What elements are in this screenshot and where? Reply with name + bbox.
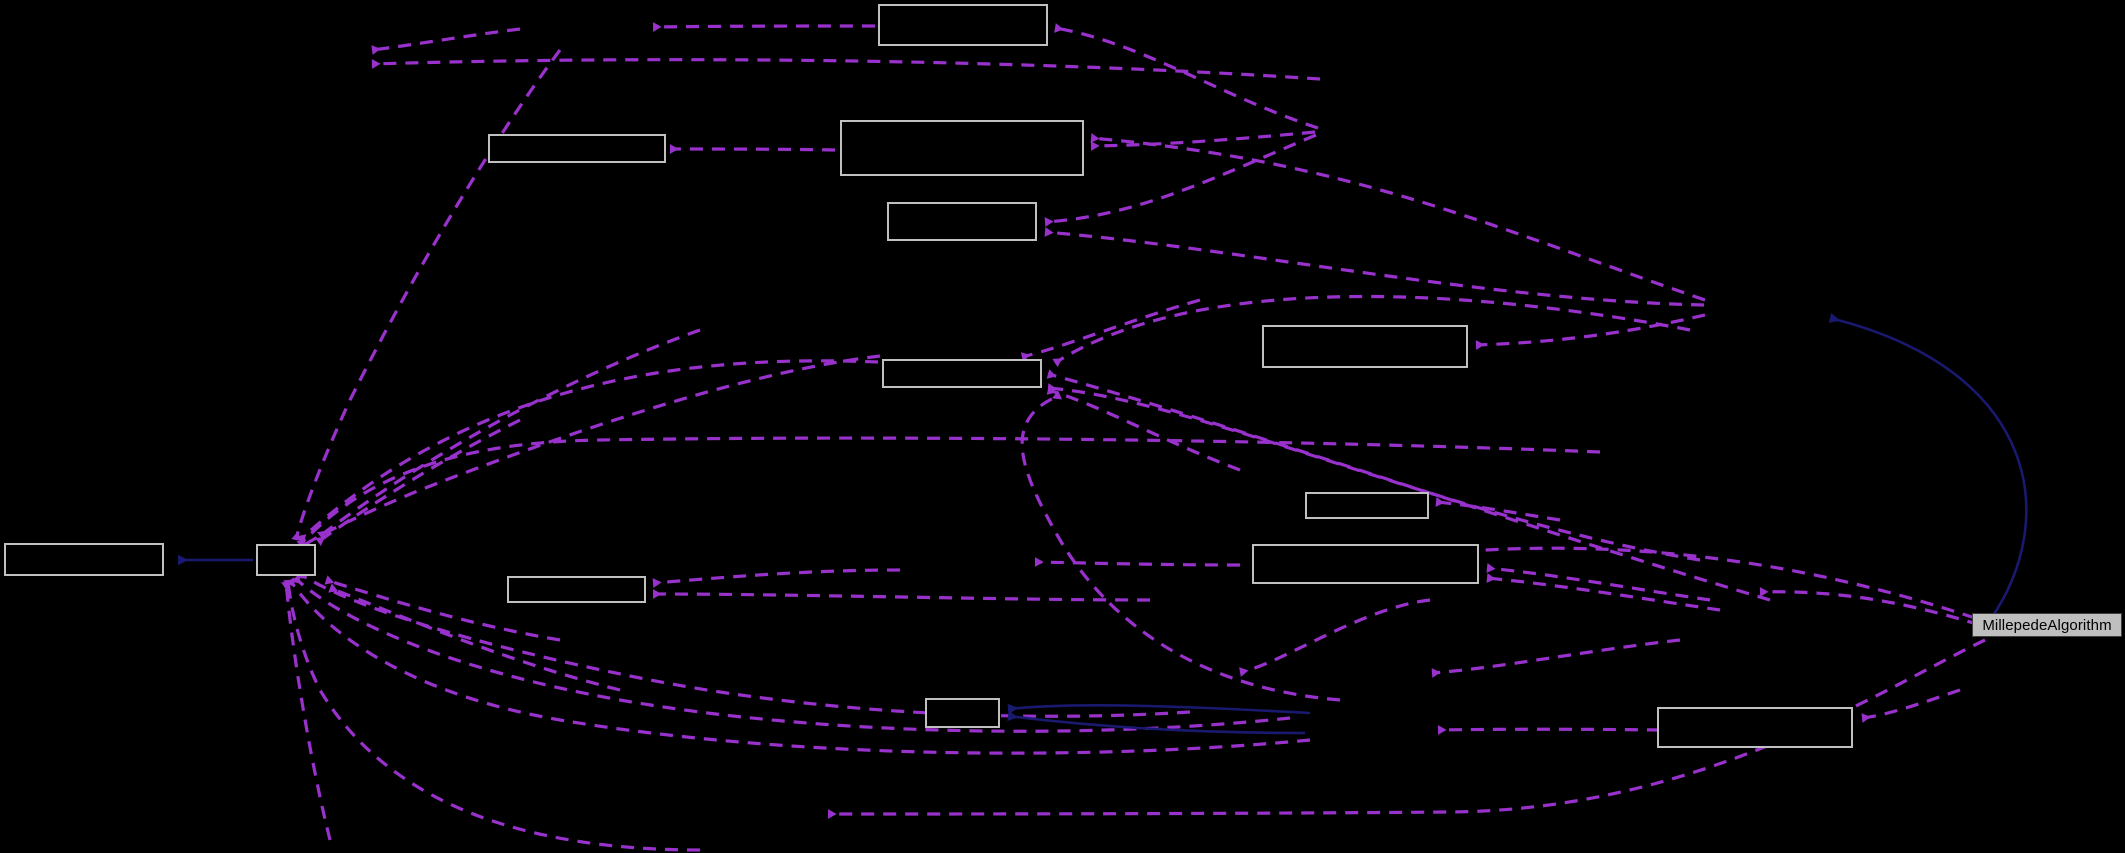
edge-dashed bbox=[297, 354, 881, 552]
edge-dashed bbox=[1437, 725, 1661, 735]
edge-dashed bbox=[291, 574, 1291, 733]
graph-node-label: MillepedeAlgorithm bbox=[1982, 616, 2112, 634]
edge-dashed bbox=[297, 569, 1191, 718]
edge-dashed bbox=[1090, 130, 1316, 151]
edge-dashed bbox=[1034, 557, 1241, 567]
edge-dashed bbox=[324, 575, 561, 642]
edge-dashed bbox=[281, 581, 332, 841]
edge-dashed bbox=[1052, 294, 1691, 368]
edge-dashed bbox=[317, 328, 701, 540]
edge-dashed bbox=[1759, 587, 1981, 627]
edge-dashed bbox=[371, 58, 1321, 81]
graph-node[interactable] bbox=[878, 4, 1048, 46]
edge-dashed bbox=[1090, 133, 1706, 302]
graph-node[interactable] bbox=[4, 543, 164, 576]
edge-dashed bbox=[371, 27, 521, 55]
edge-solid-curve-right bbox=[1828, 312, 2028, 621]
edge-dashed bbox=[652, 22, 876, 32]
edge-dashed bbox=[1044, 227, 1705, 307]
edge-solid bbox=[1007, 710, 1306, 735]
graph-node[interactable] bbox=[507, 576, 646, 603]
graph-node[interactable] bbox=[1305, 492, 1429, 519]
edge-dashed bbox=[1861, 688, 1961, 723]
graph-node[interactable] bbox=[887, 202, 1037, 241]
edge-dashed bbox=[1020, 298, 1201, 362]
edge-dashed bbox=[291, 49, 562, 541]
edge-dashed bbox=[296, 436, 1601, 549]
edge-dashed bbox=[1475, 313, 1706, 350]
edge-dashed bbox=[1239, 598, 1431, 677]
edge-dashed bbox=[328, 583, 621, 692]
graph-node[interactable] bbox=[882, 359, 1042, 388]
edge-dashed bbox=[1431, 638, 1681, 678]
edge-dashed bbox=[315, 418, 521, 546]
graph-node[interactable] bbox=[925, 698, 1000, 728]
edge-dashed bbox=[1044, 133, 1317, 227]
edge-dashed bbox=[1486, 563, 1711, 602]
graph-node[interactable] bbox=[1262, 325, 1468, 368]
edge-dashed bbox=[1054, 23, 1319, 130]
edge-dashed bbox=[1020, 390, 1341, 702]
graph-node-hub[interactable] bbox=[256, 544, 316, 576]
edge-dashed bbox=[652, 589, 1151, 602]
graph-node[interactable] bbox=[1657, 707, 1853, 748]
edge-dashed bbox=[1046, 385, 1241, 472]
graph-node[interactable] bbox=[840, 120, 1084, 176]
graph-node[interactable] bbox=[1252, 544, 1479, 584]
graph-node[interactable] bbox=[488, 134, 666, 163]
edge-dashed bbox=[283, 579, 701, 852]
edge-dashed bbox=[1435, 497, 1561, 522]
edge-dashed bbox=[296, 359, 879, 544]
edge-dashed bbox=[1486, 573, 1721, 612]
edge-dashed bbox=[652, 568, 901, 588]
edge-dashed bbox=[1047, 383, 1701, 562]
dashed-edges bbox=[281, 22, 1986, 852]
edge-dashed bbox=[827, 638, 1986, 819]
edge-dashed bbox=[285, 577, 1311, 755]
edge-solid bbox=[1007, 703, 1311, 715]
edge-dashed bbox=[1046, 369, 1771, 602]
solid-edges bbox=[178, 312, 2028, 735]
graph-node-millepedealgorithm[interactable]: MillepedeAlgorithm bbox=[1972, 613, 2122, 637]
edge-dashed bbox=[669, 144, 836, 154]
